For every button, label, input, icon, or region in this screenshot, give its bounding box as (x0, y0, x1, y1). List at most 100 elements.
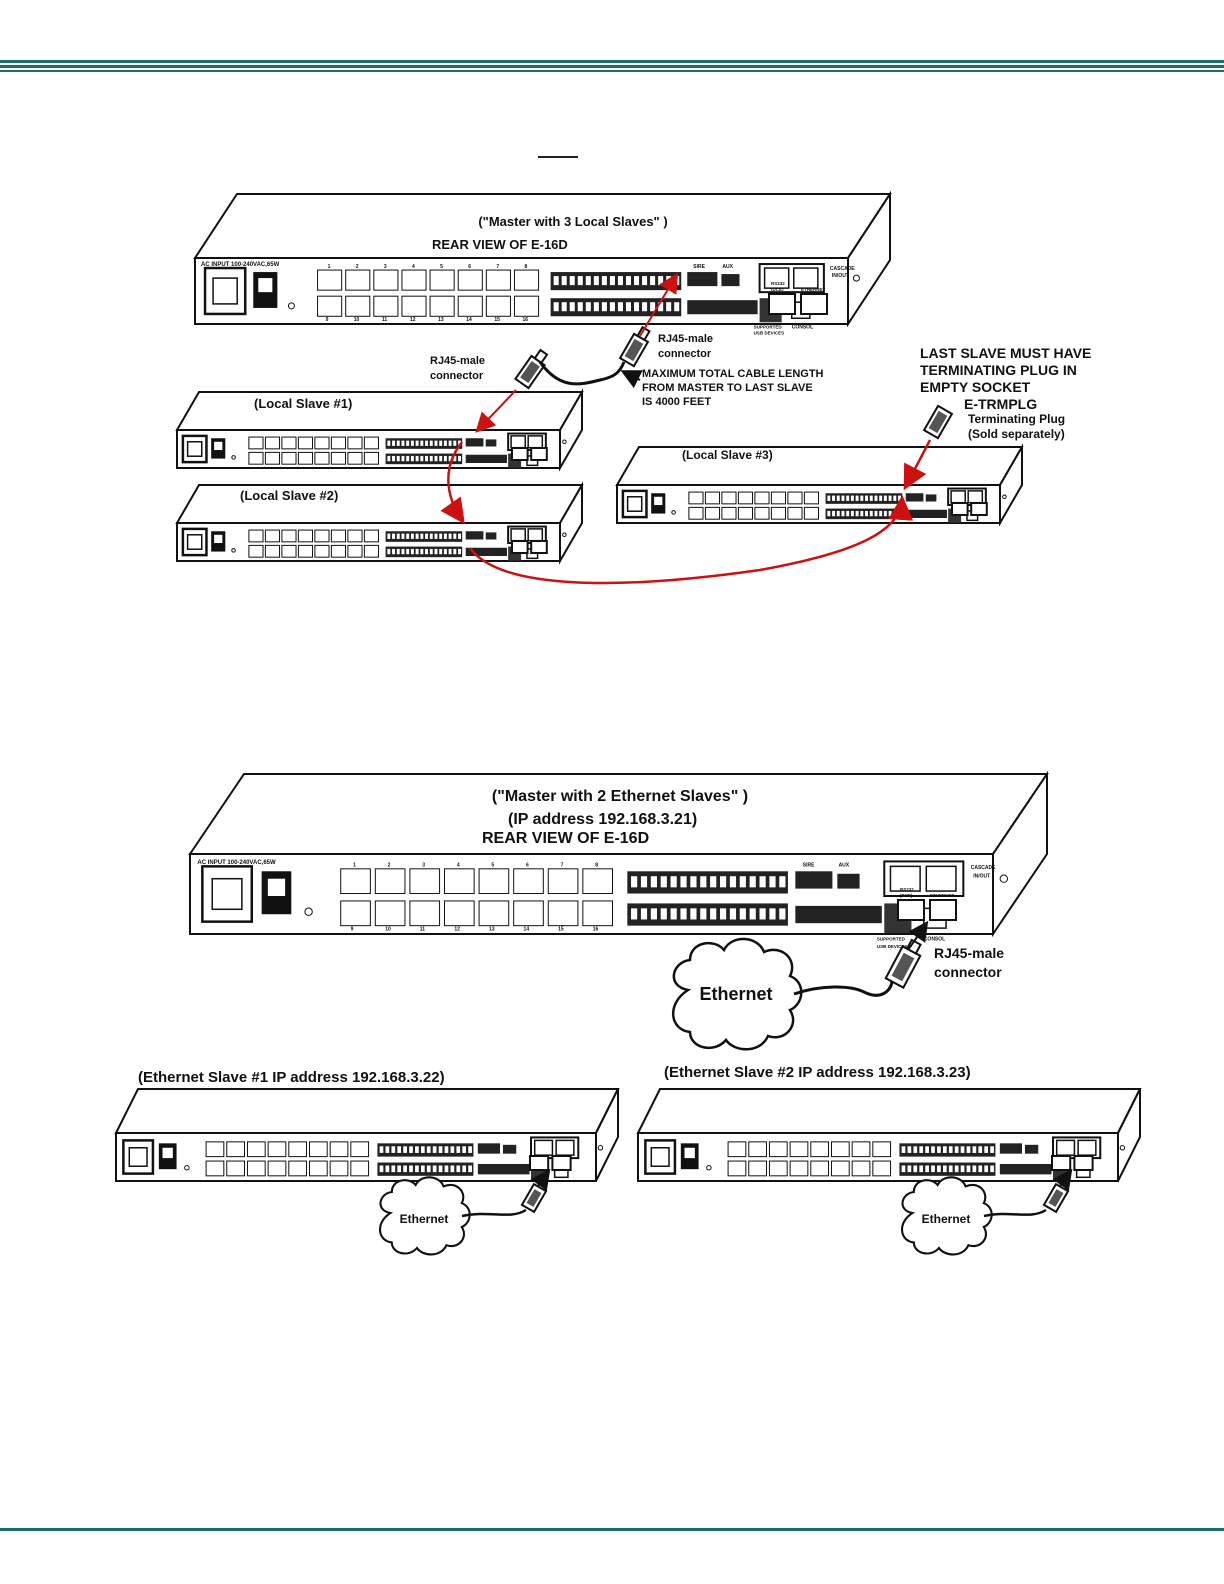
port-number: 1 (328, 264, 331, 270)
port-number: 12 (410, 317, 416, 323)
port-number: 7 (561, 862, 564, 868)
cable-slave2-to-slave3 (468, 495, 914, 585)
port-number: 5 (491, 862, 494, 868)
aux-label: AUX (839, 862, 850, 868)
port-number: 14 (524, 926, 530, 932)
cloud-slave2-label: Ethernet (922, 1212, 971, 1226)
term-note-line1: LAST SLAVE MUST HAVE (920, 345, 1091, 361)
port-number: 16 (523, 317, 529, 323)
port-number: 14 (466, 317, 472, 323)
aux-label: AUX (722, 264, 733, 270)
port-number: 4 (412, 264, 415, 270)
ethernet-label: ETHERNET (801, 287, 826, 292)
port-number: 11 (420, 926, 426, 932)
port-number: 3 (384, 264, 387, 270)
cable-note-arrow (620, 370, 643, 389)
plug-desc-line1: Terminating Plug (968, 412, 1065, 426)
cable-note-line3: IS 4000 FEET (642, 396, 711, 408)
cloud-main-label: Ethernet (699, 984, 772, 1004)
cloud-main-cable (793, 981, 894, 997)
sire-label: SIRE (693, 264, 705, 270)
port-number: 16 (593, 926, 599, 932)
cable-note-line2: FROM MASTER TO LAST SLAVE (642, 382, 813, 394)
diagram1-rear-view: REAR VIEW OF E-16D (432, 237, 568, 252)
diagram-local-slaves: ("Master with 3 Local Slaves" ) REAR VIE… (240, 214, 1091, 585)
plug-name: E-TRMPLG (964, 396, 1037, 412)
term-note-line3: EMPTY SOCKET (920, 379, 1031, 395)
rj45-left-line1: RJ45-male (430, 355, 485, 367)
cable-plug-to-slave1 (475, 389, 517, 433)
rs232-label: RS232 (900, 887, 914, 892)
rj45-line2: connector (934, 964, 1002, 980)
diagram1-title: ("Master with 3 Local Slaves" ) (478, 214, 667, 229)
cloud-slave2-cable (983, 1208, 1047, 1218)
port-number: 9 (351, 926, 354, 932)
diagram2-rear-view: REAR VIEW OF E-16D (482, 830, 649, 847)
port-number: 6 (526, 862, 529, 868)
port-number: 15 (558, 926, 564, 932)
diagram2-title: ("Master with 2 Ethernet Slaves" ) (492, 788, 748, 805)
plug-to-slave3-arrow (903, 439, 932, 491)
rj45-plug-slave2 (1042, 1182, 1070, 1214)
ac-input-label: AC INPUT 100-240VAC,65W (201, 262, 280, 268)
port-number: 15 (494, 317, 500, 323)
cascade-label: IN/OUT (832, 273, 849, 279)
port-number: 2 (356, 264, 359, 270)
port-number: 7 (496, 264, 499, 270)
cable-to-master (639, 272, 679, 337)
ethernet-label: ETHERNET (930, 893, 955, 898)
master-eth-arrow (907, 920, 929, 951)
diagram2-ip: (IP address 192.168.3.21) (508, 811, 697, 828)
rj45-line1: RJ45-male (934, 945, 1004, 961)
sire-label: SIRE (803, 862, 815, 868)
slave3-label: (Local Slave #3) (682, 448, 773, 462)
heading-underline (538, 156, 578, 158)
plug-desc-line2: (Sold separately) (968, 427, 1065, 441)
port-number: 4 (457, 862, 460, 868)
cascade-label: CASCADE (830, 266, 855, 272)
rs232-label: (DCE) (771, 287, 784, 292)
cascade-label: IN/OUT (973, 873, 990, 879)
ac-input-label: AC INPUT 100-240VAC,65W (197, 860, 276, 866)
cloud-slave1-label: Ethernet (400, 1212, 449, 1226)
console-label: CONSOL (792, 324, 813, 330)
rj45-plug-slave1 (520, 1182, 548, 1214)
port-number: 10 (385, 926, 391, 932)
eth-slave2-label: (Ethernet Slave #2 IP address 192.168.3.… (664, 1064, 971, 1081)
port-number: 2 (388, 862, 391, 868)
ethernet-slave-2-unit (636, 1088, 1142, 1182)
term-note-line2: TERMINATING PLUG IN (920, 362, 1077, 378)
slave1-label: (Local Slave #1) (254, 396, 352, 411)
cable-note-line1: MAXIMUM TOTAL CABLE LENGTH (642, 368, 824, 380)
diagram-ethernet-slaves: ("Master with 2 Ethernet Slaves" ) (IP a… (138, 788, 1073, 1256)
port-number: 9 (326, 317, 329, 323)
port-number: 6 (468, 264, 471, 270)
port-number: 11 (382, 317, 388, 323)
ethernet-slave-1-unit (114, 1088, 620, 1182)
port-number: 10 (354, 317, 360, 323)
cascade-label: CASCADE (971, 865, 996, 871)
local-slave-2-unit (175, 481, 584, 565)
terminating-plug (922, 404, 954, 440)
port-number: 3 (422, 862, 425, 868)
port-number: 8 (595, 862, 598, 868)
usb-label: SUPPORTED (754, 324, 783, 329)
port-number: 1 (353, 862, 356, 868)
port-number: 13 (438, 317, 444, 323)
port-number: 8 (525, 264, 528, 270)
top-rule (0, 60, 1224, 72)
rj45-plug-right (618, 325, 651, 368)
cable-between-plugs (538, 361, 626, 386)
port-number: 5 (440, 264, 443, 270)
rj45-plug-left (514, 348, 549, 390)
usb-label: USB DEVICES (877, 944, 908, 949)
rj45-left-line2: connector (430, 370, 484, 382)
rs232-label: RS232 (771, 281, 785, 286)
port-number: 13 (489, 926, 495, 932)
local-slave-1-unit (175, 388, 584, 472)
cable-slave1-to-slave2 (440, 441, 465, 525)
